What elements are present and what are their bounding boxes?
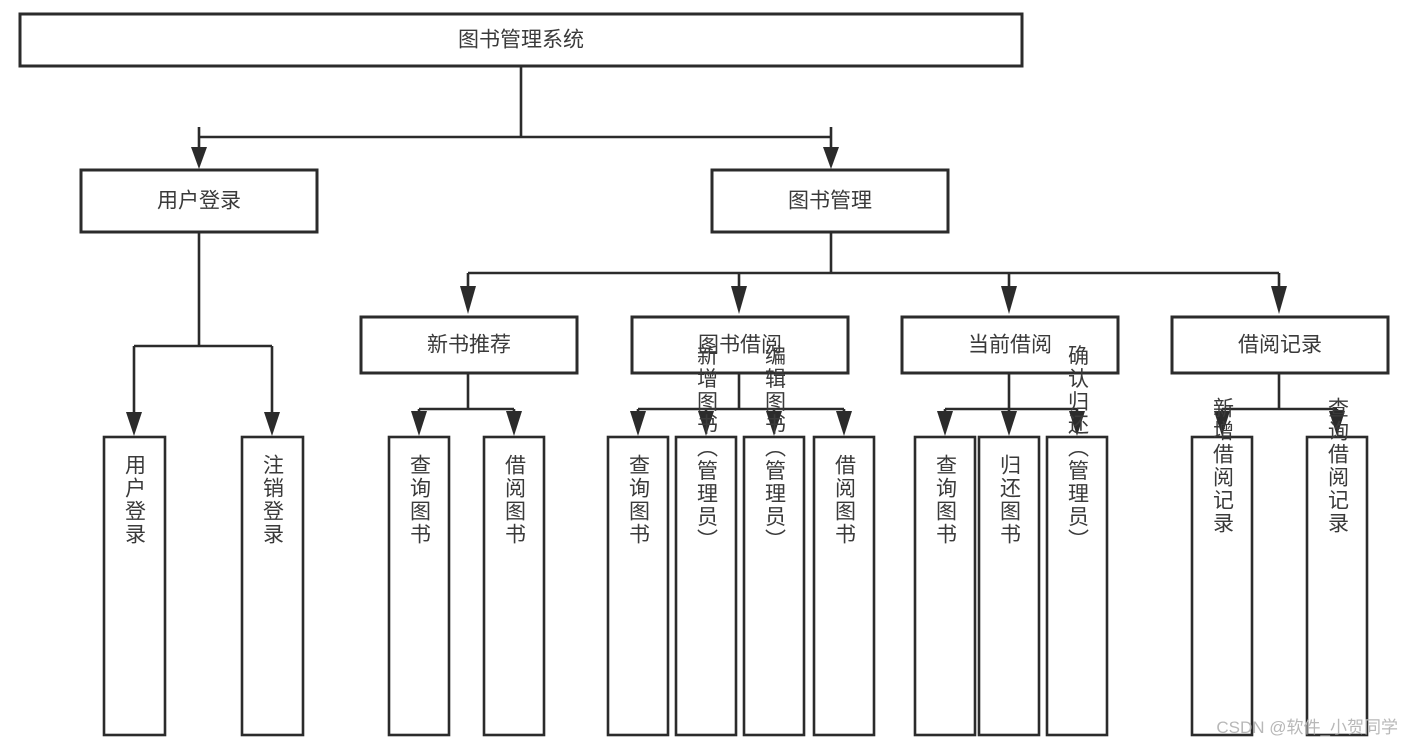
node-book-management-label: 图书管理	[788, 190, 872, 213]
node-book-management[interactable]: 图书管理	[710, 168, 950, 234]
leaf-node[interactable]: 查询借阅记录	[1305, 397, 1369, 737]
leaf-label: 新增图书（管理员）	[695, 345, 719, 552]
leaf-label: 注销登录	[261, 454, 285, 546]
arrow-head-icon	[1069, 411, 1085, 436]
arrow-head-icon	[1214, 411, 1230, 436]
connector-currentborrow-to-leaves	[937, 373, 1085, 436]
leaf-node[interactable]: 借阅图书	[812, 435, 876, 737]
leaf-node[interactable]: 确认归还（管理员）	[1045, 345, 1109, 737]
leaf-label: 查询图书	[408, 454, 432, 546]
arrow-head-icon	[506, 411, 522, 436]
leaf-label: 查询借阅记录	[1326, 397, 1350, 535]
leaf-label: 确认归还（管理员）	[1066, 345, 1090, 552]
leaf-label: 查询图书	[934, 454, 958, 546]
arrow-head-icon	[698, 411, 714, 436]
connector-bookborrow-to-leaves	[630, 373, 852, 436]
leaf-label: 归还图书	[998, 454, 1022, 546]
node-new-book-recommend[interactable]: 新书推荐	[359, 315, 579, 375]
arrow-head-icon	[1271, 286, 1287, 314]
arrow-head-icon	[460, 286, 476, 314]
leaf-node[interactable]: 用户登录	[102, 435, 167, 737]
connector-bookmgmt-to-level3	[460, 232, 1287, 314]
node-current-borrow[interactable]: 当前借阅	[900, 315, 1120, 375]
leaf-label: 用户登录	[123, 454, 147, 546]
node-book-borrow-label: 图书借阅	[698, 334, 782, 357]
arrow-head-icon	[937, 411, 953, 436]
arrow-head-icon	[836, 411, 852, 436]
leaf-node[interactable]: 归还图书	[977, 435, 1041, 737]
node-borrow-record[interactable]: 借阅记录	[1170, 315, 1390, 375]
leaf-node[interactable]: 注销登录	[240, 435, 305, 737]
arrow-head-icon	[823, 147, 839, 169]
arrow-head-icon	[126, 412, 142, 436]
node-user-login-label: 用户登录	[157, 190, 241, 213]
arrow-head-icon	[731, 286, 747, 314]
leaf-label: 新增借阅记录	[1211, 397, 1235, 535]
leaf-node[interactable]: 查询图书	[387, 435, 451, 737]
node-book-borrow[interactable]: 图书借阅	[630, 315, 850, 375]
arrow-head-icon	[630, 411, 646, 436]
leaf-label: 编辑图书（管理员）	[763, 345, 787, 552]
node-borrow-record-label: 借阅记录	[1238, 334, 1322, 357]
node-root-label: 图书管理系统	[458, 29, 584, 52]
arrow-head-icon	[1001, 411, 1017, 436]
leaf-node[interactable]: 新增借阅记录	[1190, 397, 1254, 737]
arrow-head-icon	[411, 411, 427, 436]
node-root[interactable]: 图书管理系统	[18, 12, 1024, 68]
arrow-head-icon	[264, 412, 280, 436]
connector-borrowrecord-to-leaves	[1214, 373, 1345, 436]
leaf-node[interactable]: 编辑图书（管理员）	[742, 345, 806, 737]
leaf-label: 借阅图书	[833, 454, 857, 546]
arrow-head-icon	[191, 147, 207, 169]
leaf-node[interactable]: 新增图书（管理员）	[674, 345, 738, 737]
leaf-label: 借阅图书	[503, 454, 527, 546]
arrow-head-icon	[766, 411, 782, 436]
leaf-label: 查询图书	[627, 454, 651, 546]
connector-userlogin-to-leaves	[126, 232, 280, 436]
arrow-head-icon	[1329, 411, 1345, 436]
connector-root-to-level2	[191, 66, 839, 169]
node-current-borrow-label: 当前借阅	[968, 334, 1052, 357]
leaf-node[interactable]: 借阅图书	[482, 435, 546, 737]
leaf-node[interactable]: 查询图书	[606, 435, 670, 737]
leaf-node[interactable]: 查询图书	[913, 435, 977, 737]
arrow-head-icon	[1001, 286, 1017, 314]
connector-newbook-to-leaves	[411, 373, 522, 436]
node-new-book-recommend-label: 新书推荐	[427, 334, 511, 357]
watermark: CSDN @软件_小贺同学	[1216, 718, 1398, 737]
node-user-login[interactable]: 用户登录	[79, 168, 319, 234]
